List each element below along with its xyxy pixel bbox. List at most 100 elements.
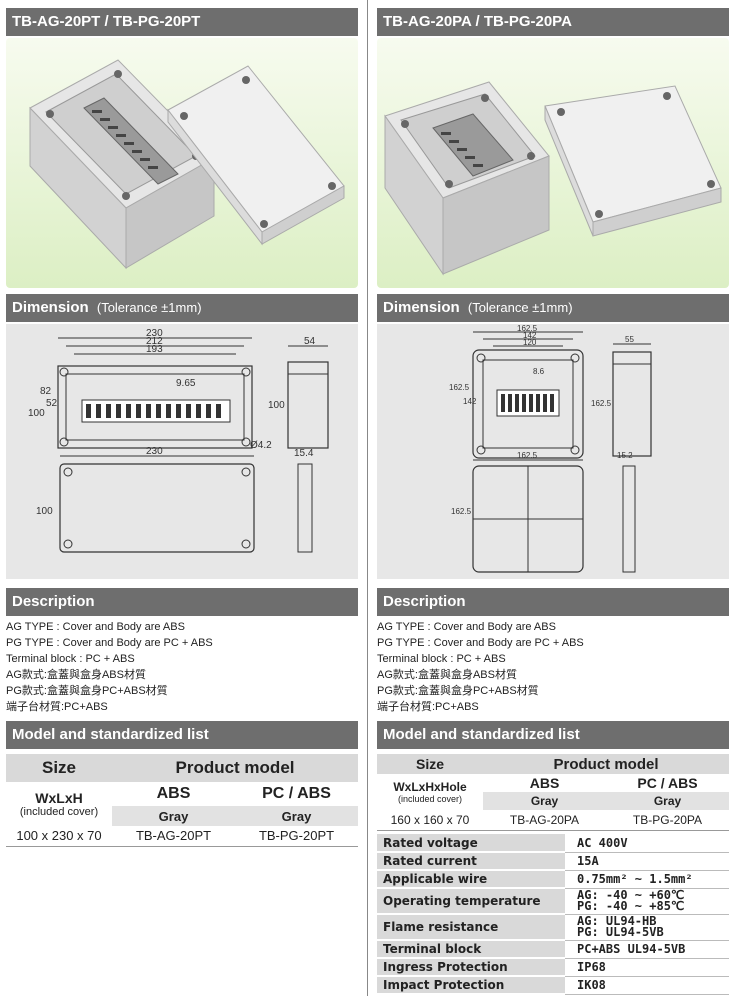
abs-model-value: TB-AG-20PA xyxy=(509,812,580,827)
dim-15-4: 15.4 xyxy=(294,448,314,459)
abs-model-value: TB-AG-20PT xyxy=(135,828,212,844)
desc-line: AG款式:盒蓋與盒身ABS材質 xyxy=(377,669,517,681)
dims-label: WxLxH xyxy=(35,790,83,806)
dim-side-162-5: 162.5 xyxy=(591,399,612,408)
gray-pcabs: Gray xyxy=(653,794,682,808)
left-description-bar: Description xyxy=(6,588,358,616)
spec-value: 15A xyxy=(565,852,729,871)
spec-table: Rated voltage AC 400V Rated current 15A … xyxy=(377,834,729,995)
left-model-bar: Model and standardized list xyxy=(6,721,358,749)
dim-212: 212 xyxy=(146,336,163,347)
pcabs-header: PC / ABS xyxy=(262,785,331,802)
right-product-photo xyxy=(377,38,729,288)
left-model-table: Size Product model WxLxH (included cover… xyxy=(6,754,358,847)
column-divider xyxy=(367,0,368,996)
desc-line: AG TYPE : Cover and Body are ABS xyxy=(377,621,556,633)
dim-bottom-230: 230 xyxy=(146,446,163,457)
spec-label: Flame resistance xyxy=(377,914,565,941)
gray-abs: Gray xyxy=(158,808,189,824)
dimension-heading: Dimension xyxy=(12,299,89,316)
dim-h-142: 142 xyxy=(463,397,477,406)
spec-value-pg: PG: -40 ~ +85℃ xyxy=(577,899,685,913)
spec-value-ag: AG: UL94-HB xyxy=(577,914,657,928)
spec-row: Rated current 15A xyxy=(377,852,729,871)
dim-52: 52 xyxy=(46,398,58,409)
cover-label: (included cover) xyxy=(19,806,99,818)
square-box-drawing: 162.5 142 120 162.5 142 8.6 55 162.5 162… xyxy=(449,324,652,573)
spec-row: Rated voltage AC 400V xyxy=(377,834,729,853)
dim-h-162-5: 162.5 xyxy=(449,383,470,392)
product-model-header: Product model xyxy=(175,758,295,777)
size-header: Size xyxy=(41,758,77,777)
size-value: 100 x 230 x 70 xyxy=(16,828,102,844)
spec-row: Terminal block PC+ABS UL94-5VB xyxy=(377,940,729,959)
right-product-column: TB-AG-20PA / TB-PG-20PA Dimension (Toler… xyxy=(377,0,729,996)
left-title: TB-AG-20PT / TB-PG-20PT xyxy=(6,8,358,36)
desc-line: AG款式:盒蓋與盒身ABS材質 xyxy=(6,669,146,681)
desc-line: PG款式:盒蓋與盒身PC+ABS材質 xyxy=(377,685,539,697)
desc-line: Terminal block : PC + ABS xyxy=(377,653,506,665)
desc-line: 端子台材質:PC+ABS xyxy=(6,701,108,713)
dim-54: 54 xyxy=(304,336,316,347)
spec-row: Applicable wire 0.75mm² ~ 1.5mm² xyxy=(377,870,729,889)
dim-hole: Ø4.2 xyxy=(250,440,272,451)
pc-model-value: TB-PG-20PA xyxy=(632,812,703,827)
desc-line: PG TYPE : Cover and Body are PC + ABS xyxy=(377,637,584,649)
left-product-photo xyxy=(6,38,358,288)
dimension-heading: Dimension xyxy=(383,299,460,316)
right-dimension-drawing: 162.5 142 120 162.5 142 8.6 55 162.5 162… xyxy=(377,324,729,579)
spec-label: Ingress Protection xyxy=(377,958,565,977)
dim-bottom-h-162-5: 162.5 xyxy=(451,507,472,516)
right-title: TB-AG-20PA / TB-PG-20PA xyxy=(377,8,729,36)
dim-bottom-162-5: 162.5 xyxy=(517,451,538,460)
spec-value: IP68 xyxy=(565,958,729,977)
left-product-column: TB-AG-20PT / TB-PG-20PT xyxy=(6,0,358,996)
abs-header: ABS xyxy=(529,775,560,791)
tolerance-label: (Tolerance ±1mm) xyxy=(467,300,573,315)
spec-label: Rated current xyxy=(377,852,565,871)
long-box-drawing: 230 212 193 82 52 100 9.65 Ø4.2 54 100 2… xyxy=(28,328,329,553)
left-dimension-drawing: 230 212 193 82 52 100 9.65 Ø4.2 54 100 2… xyxy=(6,324,358,579)
right-description-bar: Description xyxy=(377,588,729,616)
dims-label: WxLxHxHole xyxy=(393,780,467,794)
dim-162-5: 162.5 xyxy=(517,324,538,333)
product-model-header: Product model xyxy=(553,755,659,773)
spec-label: Applicable wire xyxy=(377,870,565,889)
spec-value: IK08 xyxy=(565,976,729,995)
spec-label: Impact Protection xyxy=(377,976,565,995)
spec-value: AC 400V xyxy=(565,834,729,853)
desc-line: AG TYPE : Cover and Body are ABS xyxy=(6,621,185,633)
desc-line: PG款式:盒蓋與盒身PC+ABS材質 xyxy=(6,685,168,697)
dim-120: 120 xyxy=(523,338,537,347)
spec-value-pg: PG: UL94-5VB xyxy=(577,925,664,939)
dim-142: 142 xyxy=(523,331,537,340)
spec-label: Operating temperature xyxy=(377,888,565,915)
spec-value-ag: AG: -40 ~ +60℃ xyxy=(577,888,685,902)
spec-row: Impact Protection IK08 xyxy=(377,976,729,995)
cover-label: (included cover) xyxy=(397,794,463,804)
dim-193: 193 xyxy=(146,344,163,355)
pcabs-header: PC / ABS xyxy=(637,775,698,791)
right-dimension-bar: Dimension (Tolerance ±1mm) xyxy=(377,294,729,322)
gray-pcabs: Gray xyxy=(281,808,312,824)
gray-abs: Gray xyxy=(530,794,559,808)
desc-line: PG TYPE : Cover and Body are PC + ABS xyxy=(6,637,213,649)
size-value: 160 x 160 x 70 xyxy=(390,812,470,827)
dim-pitch: 9.65 xyxy=(176,378,196,389)
spec-row: Operating temperature AG: -40 ~ +60℃ PG:… xyxy=(377,888,729,915)
tolerance-label: (Tolerance ±1mm) xyxy=(96,300,202,315)
right-model-table: Size Product model WxLxHxHole (included … xyxy=(377,754,729,831)
dim-230: 230 xyxy=(146,328,163,339)
dim-15-2: 15.2 xyxy=(617,451,633,460)
dim-82: 82 xyxy=(40,386,52,397)
dim-100: 100 xyxy=(28,408,45,419)
spec-row: Ingress Protection IP68 xyxy=(377,958,729,977)
desc-line: 端子台材質:PC+ABS xyxy=(377,701,479,713)
long-box-image xyxy=(29,59,345,270)
dim-55: 55 xyxy=(625,335,634,344)
desc-line: Terminal block : PC + ABS xyxy=(6,653,135,665)
spec-row: Flame resistance AG: UL94-HB PG: UL94-5V… xyxy=(377,914,729,941)
left-description-text: AG TYPE : Cover and Body are ABS PG TYPE… xyxy=(6,619,358,715)
abs-header: ABS xyxy=(156,785,191,802)
right-model-bar: Model and standardized list xyxy=(377,721,729,749)
